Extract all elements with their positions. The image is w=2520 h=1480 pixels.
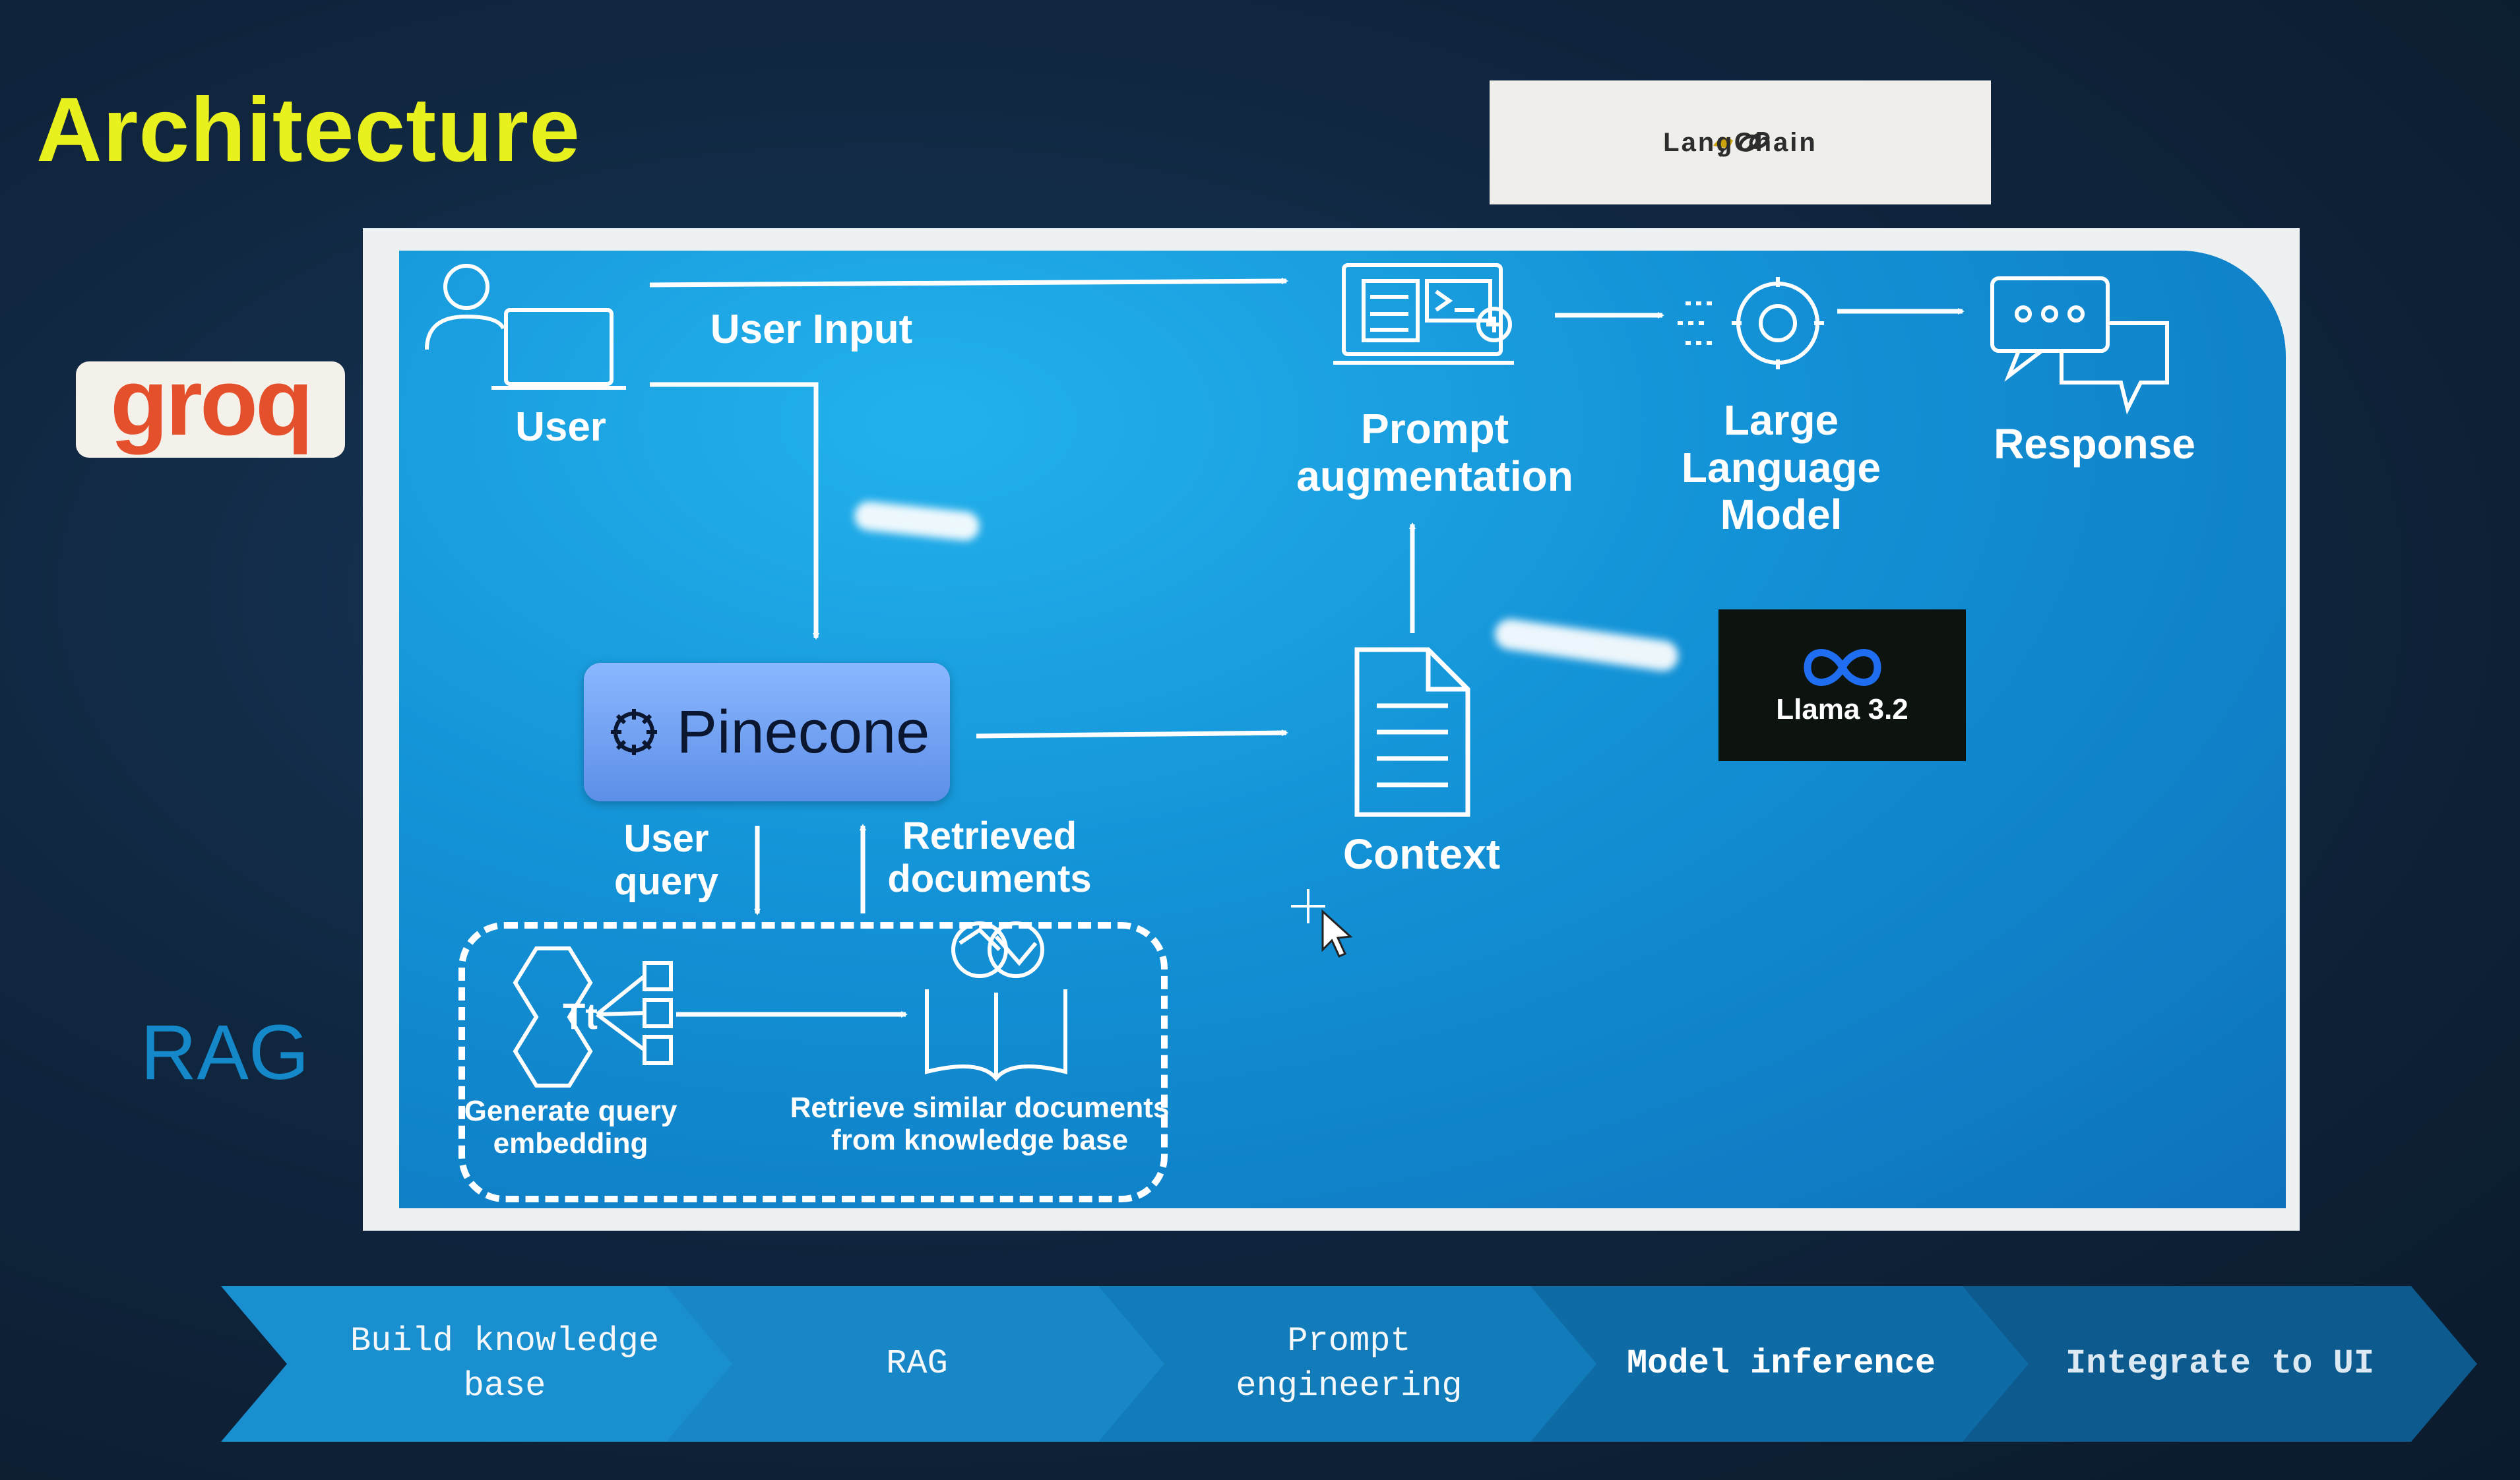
tt-glyph: Tt xyxy=(563,995,598,1037)
mouse-cursor-icon xyxy=(1291,889,1353,958)
step-chevron-shape xyxy=(1098,1286,1600,1442)
step-chevron-shape xyxy=(1530,1286,2032,1442)
groq-logo: groq xyxy=(76,355,345,458)
user-icon xyxy=(425,264,626,390)
meta-infinity-icon xyxy=(1803,649,1881,686)
step-chevron-shape xyxy=(221,1286,749,1442)
pinecone-label: Pinecone xyxy=(676,698,930,766)
architecture-diagram: Tt User User Input Prompt augmentation L… xyxy=(399,251,2286,1208)
pinecone-icon xyxy=(610,709,657,755)
step-label: Prompt engineering xyxy=(1236,1322,1463,1405)
prompt-augmentation-icon xyxy=(1333,263,1514,365)
slide-title: Architecture xyxy=(36,79,581,181)
step-chevron-shape xyxy=(666,1286,1168,1442)
context-document-icon xyxy=(1354,647,1470,817)
retrieved-documents-label: Retrieved documents xyxy=(887,815,1092,900)
step-label: RAG xyxy=(886,1344,948,1384)
knowledge-base-book-icon xyxy=(925,921,1067,1082)
parrot-chain-icon xyxy=(1713,132,1770,157)
step-model-inference: Model inference xyxy=(1530,1286,2032,1442)
rag-side-label: RAG xyxy=(141,1009,309,1096)
step-prompt-engineering: Prompt engineering xyxy=(1098,1286,1600,1442)
arrow-user-to-prompt xyxy=(649,278,1288,288)
retrieve-documents-label: Retrieve similar documents from knowledg… xyxy=(790,1092,1170,1157)
pinecone-logo-box: Pinecone xyxy=(584,663,950,801)
generate-embedding-label: Generate query embedding xyxy=(464,1095,677,1160)
diagram-lines: Tt xyxy=(425,263,2169,1088)
llm-label: Large Language Model xyxy=(1681,396,1881,539)
langchain-label: LangChain xyxy=(1663,127,1817,157)
step-build-knowledge-base: Build knowledge base xyxy=(221,1286,749,1442)
context-label: Context xyxy=(1342,830,1501,878)
step-chevron-shape xyxy=(1963,1286,2477,1442)
response-label: Response xyxy=(1994,420,2195,468)
langchain-logo: LangChain xyxy=(1490,80,1991,204)
step-label: Model inference xyxy=(1626,1344,1936,1384)
user-query-label: User query xyxy=(614,817,718,903)
llama-label: Llama 3.2 xyxy=(1776,693,1908,725)
llama-logo-box: Llama 3.2 xyxy=(1718,609,1966,761)
arrow-input-to-pinecone xyxy=(650,382,819,640)
response-chat-icon xyxy=(1990,276,2169,415)
prompt-augmentation-label: Prompt augmentation xyxy=(1296,405,1573,500)
user-label: User xyxy=(515,404,606,450)
step-integrate-to-ui: Integrate to UI xyxy=(1963,1286,2477,1442)
arrow-pinecone-to-context xyxy=(976,729,1288,739)
step-label: Integrate to UI xyxy=(2065,1344,2375,1384)
llm-gear-icon xyxy=(1678,277,1824,369)
rag-retrieval-group xyxy=(458,922,1168,1202)
user-input-label: User Input xyxy=(710,307,913,352)
groq-label: groq xyxy=(110,349,313,455)
embedding-icon xyxy=(513,946,673,1088)
step-label: Build knowledge base xyxy=(350,1322,660,1405)
step-rag: RAG xyxy=(666,1286,1168,1442)
